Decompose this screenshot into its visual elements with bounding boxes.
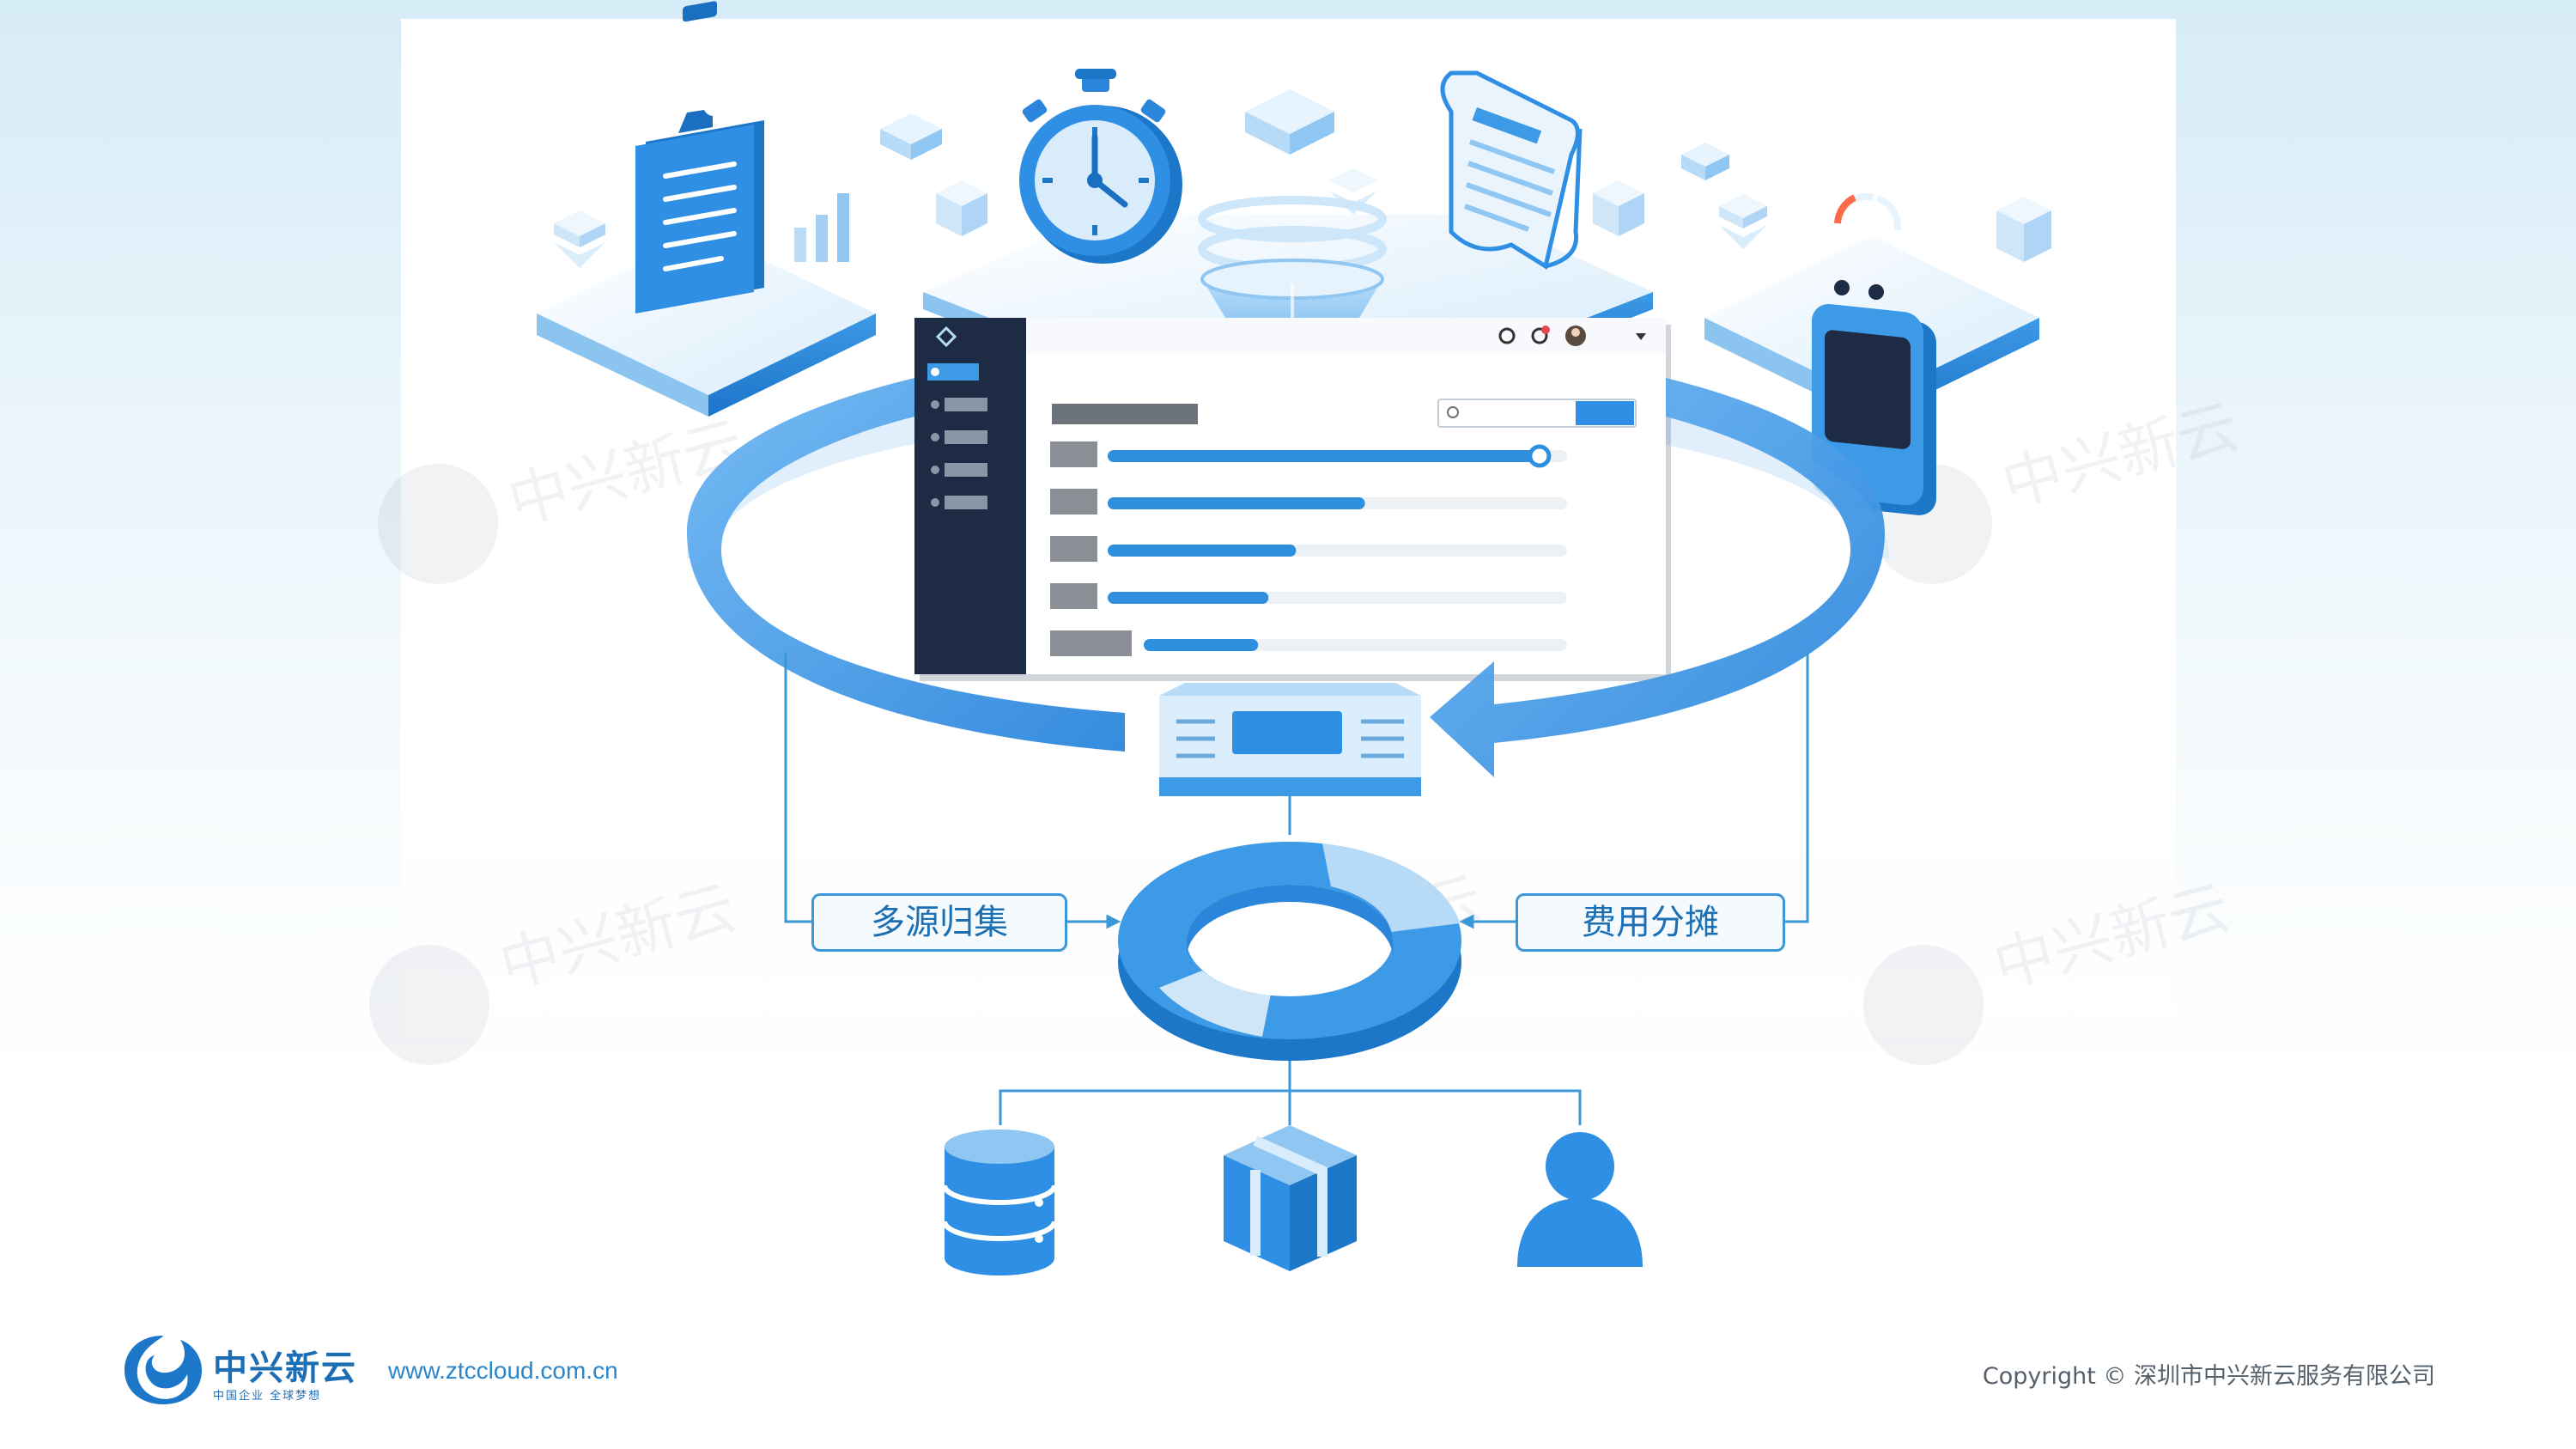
progress-fill [1108, 450, 1540, 462]
row-label-placeholder [1050, 583, 1097, 609]
bar-chart-decor [794, 193, 849, 262]
search-button[interactable] [1576, 401, 1634, 425]
progress-row [1050, 630, 1567, 656]
progress-row [1050, 536, 1567, 562]
hub-device [1159, 683, 1421, 796]
stopwatch-icon [1019, 69, 1182, 264]
dashboard-window [914, 318, 1671, 681]
footer-copyright: Copyright © 深圳市中兴新云服务有限公司 [1982, 1363, 2435, 1390]
row-label-placeholder [1050, 630, 1132, 656]
progress-row [1050, 489, 1567, 514]
donut-ring [1118, 842, 1461, 1061]
row-label-placeholder [1050, 489, 1097, 514]
row-label-placeholder [1050, 441, 1097, 467]
hub-screen [1232, 711, 1342, 754]
row-label-placeholder [1050, 536, 1097, 562]
page-title-placeholder [1052, 404, 1198, 424]
refresh-icon[interactable] [1498, 327, 1516, 344]
progress-row [1050, 583, 1567, 609]
brand-slogan: 中国企业 全球梦想 [213, 1390, 322, 1403]
progress-fill [1108, 592, 1269, 604]
watermark-text: 中兴新云 [492, 872, 743, 1002]
progress-row [1050, 441, 1567, 468]
watermark-text: 中兴新云 [1986, 872, 2237, 1002]
progress-list [1050, 441, 1567, 656]
notification-icon[interactable] [1531, 327, 1548, 344]
label-cost-allocation: 费用分摊 [1516, 893, 1785, 952]
decor-cubes [554, 89, 2051, 268]
user-icon [1517, 1132, 1643, 1267]
progress-fill [1144, 639, 1259, 651]
circular-flow-arrows [687, 378, 1885, 777]
clipboard-icon [635, 1, 764, 314]
brand-name: 中兴新云 [213, 1349, 357, 1388]
document-icon [1440, 70, 1583, 270]
package-icon [1224, 1125, 1357, 1271]
connector-lines [784, 653, 1809, 1125]
progress-fill [1108, 497, 1365, 509]
search-icon [1447, 406, 1459, 418]
footer-url-link[interactable]: www.ztccloud.com.cn [388, 1357, 618, 1384]
progress-fill [1108, 545, 1297, 557]
brand-logo-icon [125, 1336, 202, 1404]
watermark-text: 中兴新云 [1995, 391, 2245, 521]
label-multi-source: 多源归集 [811, 893, 1067, 952]
slider-handle[interactable] [1528, 444, 1552, 468]
app-logo-icon [935, 326, 957, 348]
database-icon [942, 1129, 1057, 1275]
platform-left [537, 232, 876, 417]
chevron-down-icon[interactable] [1636, 333, 1646, 340]
sidebar-item-active[interactable] [927, 363, 979, 381]
